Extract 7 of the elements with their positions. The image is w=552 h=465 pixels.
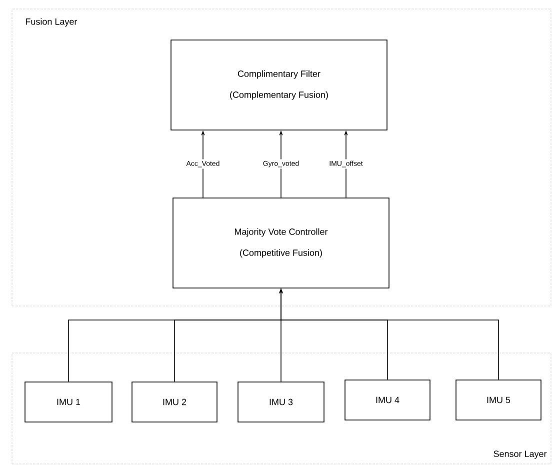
process-box: IMU 2 — [132, 382, 218, 422]
process-box: Complimentary Filter (Complementary Fusion) — [170, 40, 388, 130]
process-box: Majority Vote Controller (Competitive Fusion) — [172, 198, 390, 288]
process-box: IMU 3 — [238, 382, 324, 422]
process-box: IMU 4 — [344, 380, 430, 420]
process-box: IMU 1 — [24, 382, 112, 422]
process-box: IMU 5 — [456, 380, 542, 420]
